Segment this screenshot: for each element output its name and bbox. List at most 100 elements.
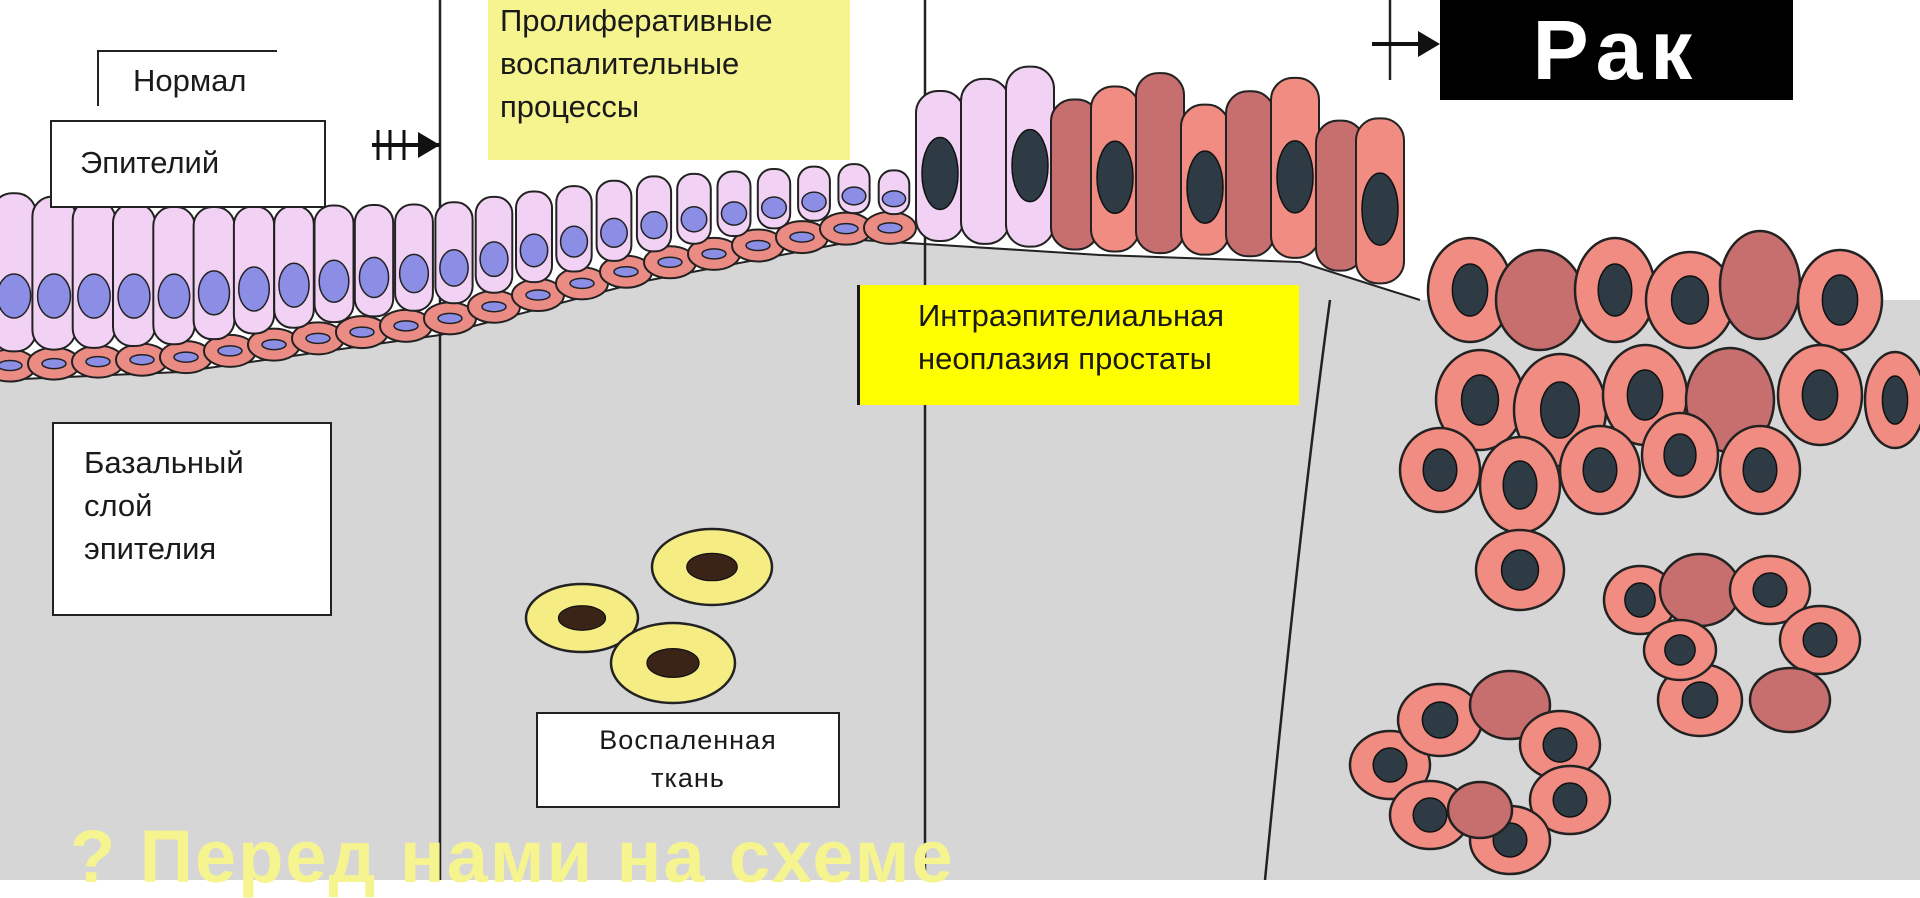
dark-nucleus [1503, 461, 1537, 509]
label-pin-line-1: Интраэпителиальная [918, 295, 1299, 338]
basal-cell-nucleus [306, 333, 330, 343]
basal-cell-nucleus [790, 232, 814, 242]
dark-nucleus [1413, 798, 1447, 832]
label-normal: Нормал [97, 50, 277, 106]
basal-cell-nucleus [130, 355, 154, 365]
basal-cell-nucleus [878, 223, 902, 233]
basal-cell-nucleus [526, 290, 550, 300]
inflammatory-cell-nucleus [647, 649, 699, 678]
basal-cell-nucleus [0, 361, 22, 371]
dark-nucleus [1422, 702, 1457, 738]
label-epithelium: Эпителий [50, 120, 326, 208]
normal-cell-nucleus [440, 250, 468, 286]
normal-cell-nucleus [158, 274, 189, 318]
label-inflamed-line-2: ткань [538, 760, 838, 798]
dark-nucleus [1553, 783, 1587, 817]
basal-cell-nucleus [834, 224, 858, 234]
label-basal-line-3: эпителия [84, 528, 330, 571]
cancer-cell [1660, 554, 1740, 626]
dark-nucleus [1502, 550, 1539, 590]
pin-epithelial-cell [1226, 91, 1274, 256]
dark-nucleus [1012, 130, 1048, 202]
dark-nucleus [1598, 264, 1632, 316]
pin-epithelial-cell [1136, 73, 1184, 253]
inflammatory-cell-nucleus [558, 606, 605, 630]
dark-nucleus [1682, 682, 1717, 718]
dark-nucleus [1822, 275, 1857, 325]
normal-cell-nucleus [601, 218, 627, 247]
cancer-cell [1448, 782, 1512, 838]
cancer-cell [1720, 231, 1800, 339]
dark-nucleus [1097, 141, 1133, 213]
label-normal-text: Нормал [133, 63, 247, 98]
label-inflamed-tissue: Воспаленная ткань [536, 712, 840, 808]
label-proliferative: Пролиферативные воспалительные процессы [488, 0, 850, 160]
dark-nucleus [1665, 635, 1695, 665]
dark-nucleus [1373, 748, 1407, 782]
normal-cell-nucleus [721, 202, 746, 225]
normal-epithelial-cell [32, 197, 75, 350]
basal-cell-nucleus [746, 240, 770, 250]
normal-cell-nucleus [641, 212, 667, 239]
normal-cell-nucleus [561, 226, 588, 257]
dark-nucleus [1362, 173, 1398, 245]
label-prolif-line-3: процессы [500, 86, 850, 129]
normal-cell-nucleus [842, 187, 866, 205]
dark-nucleus [1452, 264, 1487, 316]
normal-cell-nucleus [38, 274, 71, 318]
label-prolif-line-2: воспалительные [500, 43, 850, 86]
dark-nucleus [1583, 448, 1617, 492]
normal-cell-nucleus [681, 207, 707, 232]
normal-cell-nucleus [882, 191, 905, 207]
basal-cell-nucleus [262, 340, 286, 350]
normal-cell-nucleus [118, 274, 150, 318]
label-pin-line-2: неоплазия простаты [918, 338, 1299, 381]
dark-nucleus [1423, 449, 1457, 491]
label-basal-line-1: Базальный [84, 442, 330, 485]
label-inflamed-line-1: Воспаленная [538, 722, 838, 760]
normal-epithelial-cell [0, 193, 36, 351]
normal-cell-nucleus [78, 274, 110, 318]
double-arrow-icon [372, 130, 440, 160]
dark-nucleus [1541, 382, 1580, 438]
dark-nucleus [1802, 370, 1837, 420]
basal-cell-nucleus [438, 313, 462, 323]
normal-cell-nucleus [279, 263, 309, 307]
dark-nucleus [1462, 375, 1499, 425]
cancer-cell [1750, 668, 1830, 732]
normal-cell-nucleus [762, 197, 787, 218]
label-basal-layer: Базальный слой эпителия [52, 422, 332, 616]
normal-cell-nucleus [0, 274, 31, 318]
basal-cell-nucleus [218, 346, 242, 356]
label-epithelium-text: Эпителий [80, 145, 219, 180]
basal-cell-nucleus [614, 267, 638, 277]
basal-cell-nucleus [482, 302, 506, 312]
normal-cell-nucleus [480, 242, 508, 276]
label-basal-line-2: слой [84, 485, 330, 528]
normal-cell-nucleus [520, 234, 547, 267]
dark-nucleus [1543, 728, 1577, 762]
basal-cell-nucleus [702, 249, 726, 259]
label-pin: Интраэпителиальная неоплазия простаты [857, 285, 1299, 405]
dark-nucleus [1803, 623, 1837, 657]
inflammatory-cell-nucleus [687, 553, 737, 580]
dark-nucleus [1882, 376, 1907, 424]
label-prolif-line-1: Пролиферативные [500, 0, 850, 43]
dark-nucleus [1627, 370, 1662, 420]
pin-epithelial-cell [961, 79, 1009, 244]
normal-cell-nucleus [198, 271, 229, 315]
cancer-cell [1496, 250, 1584, 350]
basal-cell-nucleus [86, 357, 110, 367]
dark-nucleus [1743, 448, 1777, 492]
basal-cell-nucleus [350, 327, 374, 337]
dark-nucleus [1664, 434, 1696, 476]
dark-nucleus [1187, 151, 1223, 223]
basal-cell-nucleus [174, 352, 198, 362]
dark-nucleus [1753, 573, 1787, 607]
basal-cell-nucleus [42, 359, 66, 369]
basal-cell-nucleus [394, 321, 418, 331]
normal-cell-nucleus [359, 257, 388, 297]
dark-nucleus [1625, 583, 1655, 617]
dark-nucleus [922, 138, 958, 210]
dark-nucleus [1672, 276, 1709, 324]
